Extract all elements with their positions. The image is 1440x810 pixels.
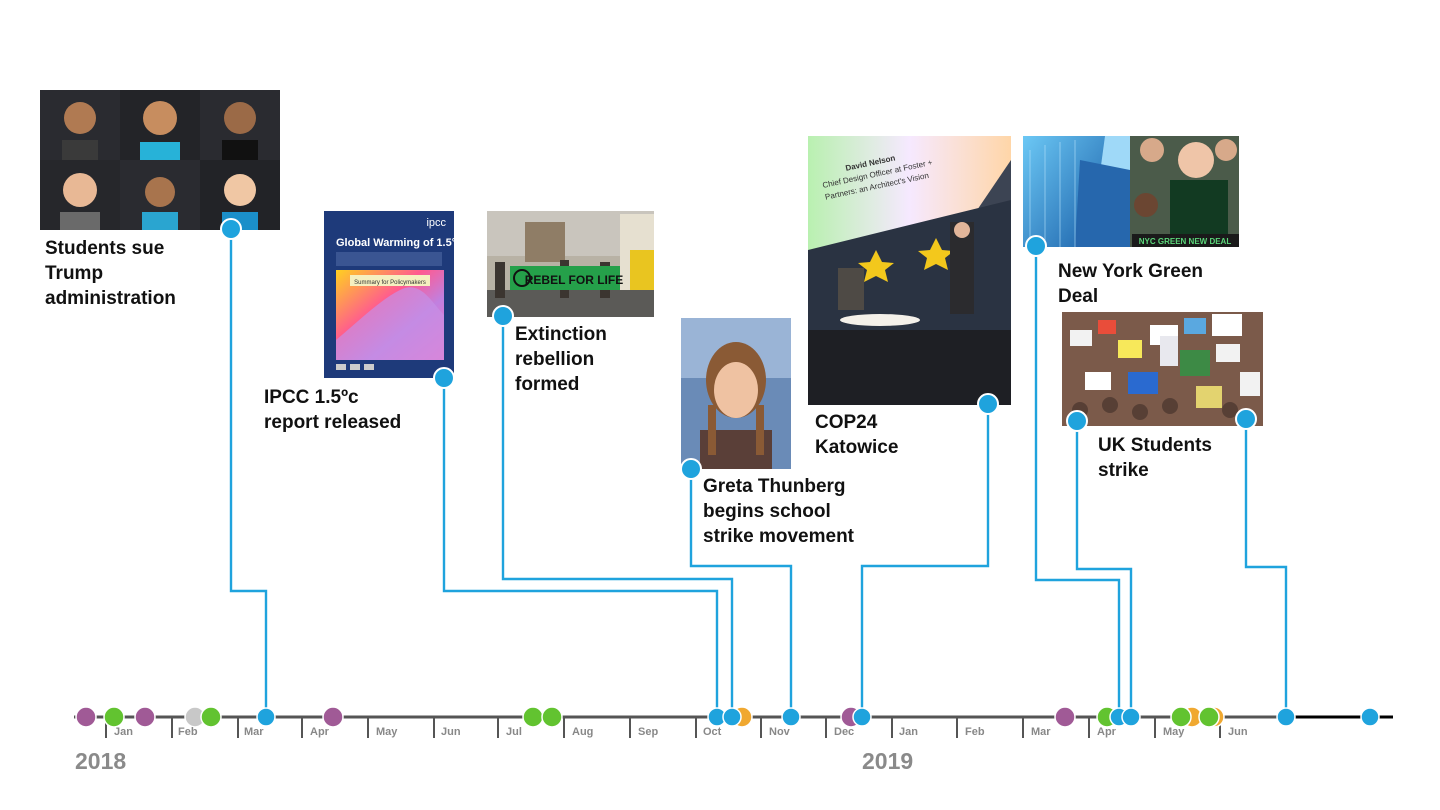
month-label-mar-2018: Mar	[244, 726, 264, 738]
month-label-jun-2019: Jun	[1228, 726, 1248, 738]
timeline-dots	[75, 706, 1380, 728]
year-label-2018: 2018	[75, 748, 127, 774]
month-label-jan-2018: Jan	[114, 726, 133, 738]
timeline-dot-accent	[256, 707, 276, 727]
event-connector-line	[442, 378, 719, 717]
timeline-dot-accent	[1360, 707, 1380, 727]
month-label-jan-2019: Jan	[899, 726, 918, 738]
extinction-banner-text: REBEL FOR LIFE	[525, 273, 623, 287]
timeline-dot-purple	[322, 706, 344, 728]
event-anchor-dot	[220, 218, 242, 240]
event-connector-line	[860, 404, 990, 717]
ipcc-cover-title: Global Warming of 1.5°C	[336, 237, 464, 249]
month-label-may-2018: May	[376, 726, 398, 738]
event-connector-line	[1244, 419, 1288, 717]
photo-extinction-rebellion: REBEL FOR LIFE	[487, 211, 654, 317]
event-connector-line	[501, 316, 734, 717]
month-label-oct-2018: Oct	[703, 726, 722, 738]
timeline-dot-accent	[852, 707, 872, 727]
event-label-students-sue: Students sue Trump administration	[45, 238, 176, 309]
month-label-apr-2019: Apr	[1097, 726, 1116, 738]
event-anchor-dot	[1235, 408, 1257, 430]
event-connector-line	[1034, 246, 1121, 717]
timeline-dot-purple	[1054, 706, 1076, 728]
ipcc-cover-summary: Summary for Policymakers	[354, 280, 426, 286]
month-label-mar-2019: Mar	[1031, 726, 1051, 738]
month-label-sep-2018: Sep	[638, 726, 659, 738]
timeline-dot-green	[541, 706, 563, 728]
ipcc-cover-brand: ipcc	[426, 217, 446, 229]
year-label-2019: 2019	[862, 748, 914, 774]
photo-cop24: David Nelson Chief Design Officer at Fos…	[808, 136, 1011, 405]
timeline-dot-green	[1198, 706, 1220, 728]
event-label-greta: Greta Thunberg begins school strike move…	[703, 476, 855, 547]
month-label-apr-2018: Apr	[310, 726, 329, 738]
month-label-nov-2018: Nov	[769, 726, 790, 738]
timeline-dot-green	[522, 706, 544, 728]
timeline-dot-accent	[1121, 707, 1141, 727]
event-anchor-dots	[220, 218, 1257, 480]
event-label-extinction: Extinction rebellion formed	[515, 324, 607, 395]
month-label-may-2019: May	[1163, 726, 1185, 738]
timeline-dot-purple	[75, 706, 97, 728]
timeline-dot-green	[103, 706, 125, 728]
month-label-jun-2018: Jun	[441, 726, 461, 738]
event-anchor-dot	[433, 367, 455, 389]
event-label-ny-green-deal: New York Green Deal	[1058, 261, 1204, 307]
event-anchor-dot	[1025, 235, 1047, 257]
event-connector-line	[229, 229, 268, 717]
photo-greta	[681, 318, 791, 469]
event-connector-line	[689, 469, 793, 717]
timeline-dot-purple	[134, 706, 156, 728]
event-anchor-dot	[1066, 410, 1088, 432]
month-label-jul-2018: Jul	[506, 726, 522, 738]
photo-uk-students-strike	[1062, 312, 1263, 426]
event-connector-line	[1075, 421, 1133, 717]
event-label-cop24: COP24 Katowice	[815, 412, 899, 458]
photo-students-sue	[40, 90, 280, 230]
timeline-dot-accent	[781, 707, 801, 727]
event-anchor-dot	[492, 305, 514, 327]
event-connectors	[229, 229, 1288, 717]
photo-ny-green-deal: NYC GREEN NEW DEAL	[1023, 136, 1239, 247]
timeline-dot-accent	[722, 707, 742, 727]
month-label-aug-2018: Aug	[572, 726, 594, 738]
event-anchor-dot	[680, 458, 702, 480]
timeline-dot-green	[200, 706, 222, 728]
month-label-feb-2019: Feb	[965, 726, 985, 738]
event-anchor-dot	[977, 393, 999, 415]
month-label-feb-2018: Feb	[178, 726, 198, 738]
event-label-ipcc: IPCC 1.5ºc report released	[264, 387, 402, 433]
month-label-dec-2018: Dec	[834, 726, 855, 738]
event-label-uk-strike: UK Students strike	[1098, 435, 1212, 481]
timeline-dot-green	[1170, 706, 1192, 728]
timeline-dot-accent	[1276, 707, 1296, 727]
photo-ipcc-report: ipcc Global Warming of 1.5°C Summary for…	[324, 211, 464, 378]
ny-banner-text: NYC GREEN NEW DEAL	[1139, 237, 1232, 246]
